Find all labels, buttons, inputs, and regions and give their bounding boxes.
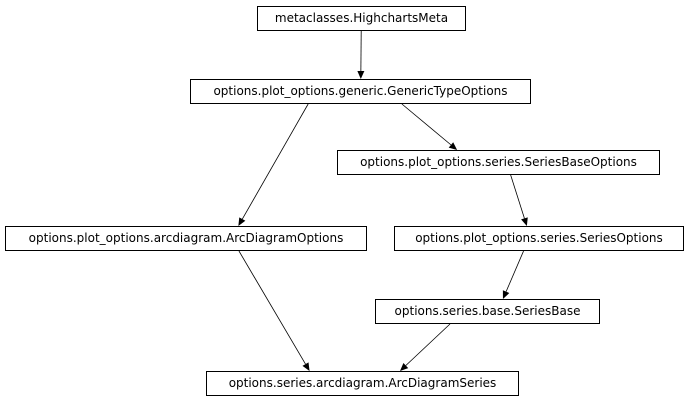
edge-n4-n5: [502, 250, 524, 299]
node-arc-diagram-options[interactable]: options.plot_options.arcdiagram.ArcDiagr…: [5, 226, 367, 251]
node-series-options[interactable]: options.plot_options.series.SeriesOption…: [394, 226, 684, 251]
arrowhead: [302, 362, 310, 371]
edge-line: [401, 103, 452, 146]
arrowhead: [357, 70, 365, 79]
arrowhead: [521, 217, 528, 226]
edge-line: [241, 103, 309, 220]
edge-n2-n4: [510, 174, 528, 226]
edge-line: [405, 323, 451, 366]
arrowhead: [400, 362, 409, 371]
edge-n3-n6: [238, 250, 310, 371]
node-generic-type-options[interactable]: options.plot_options.generic.GenericType…: [190, 79, 531, 104]
node-series-base-options[interactable]: options.plot_options.series.SeriesBaseOp…: [337, 150, 660, 175]
arrowhead: [238, 217, 246, 226]
edge-line: [505, 250, 524, 292]
node-highcharts-meta[interactable]: metaclasses.HighchartsMeta: [257, 6, 466, 31]
node-series-base[interactable]: options.series.base.SeriesBase: [375, 299, 600, 324]
edge-n0-n1: [357, 30, 365, 79]
arrowhead: [502, 290, 510, 299]
arrowhead: [448, 142, 458, 150]
node-arc-diagram-series[interactable]: options.series.arcdiagram.ArcDiagramSeri…: [206, 371, 519, 396]
edge-n1-n3: [238, 103, 309, 226]
edge-line: [238, 250, 306, 365]
edge-n5-n6: [400, 323, 451, 371]
edge-n1-n2: [401, 103, 458, 150]
edge-line: [510, 174, 525, 219]
